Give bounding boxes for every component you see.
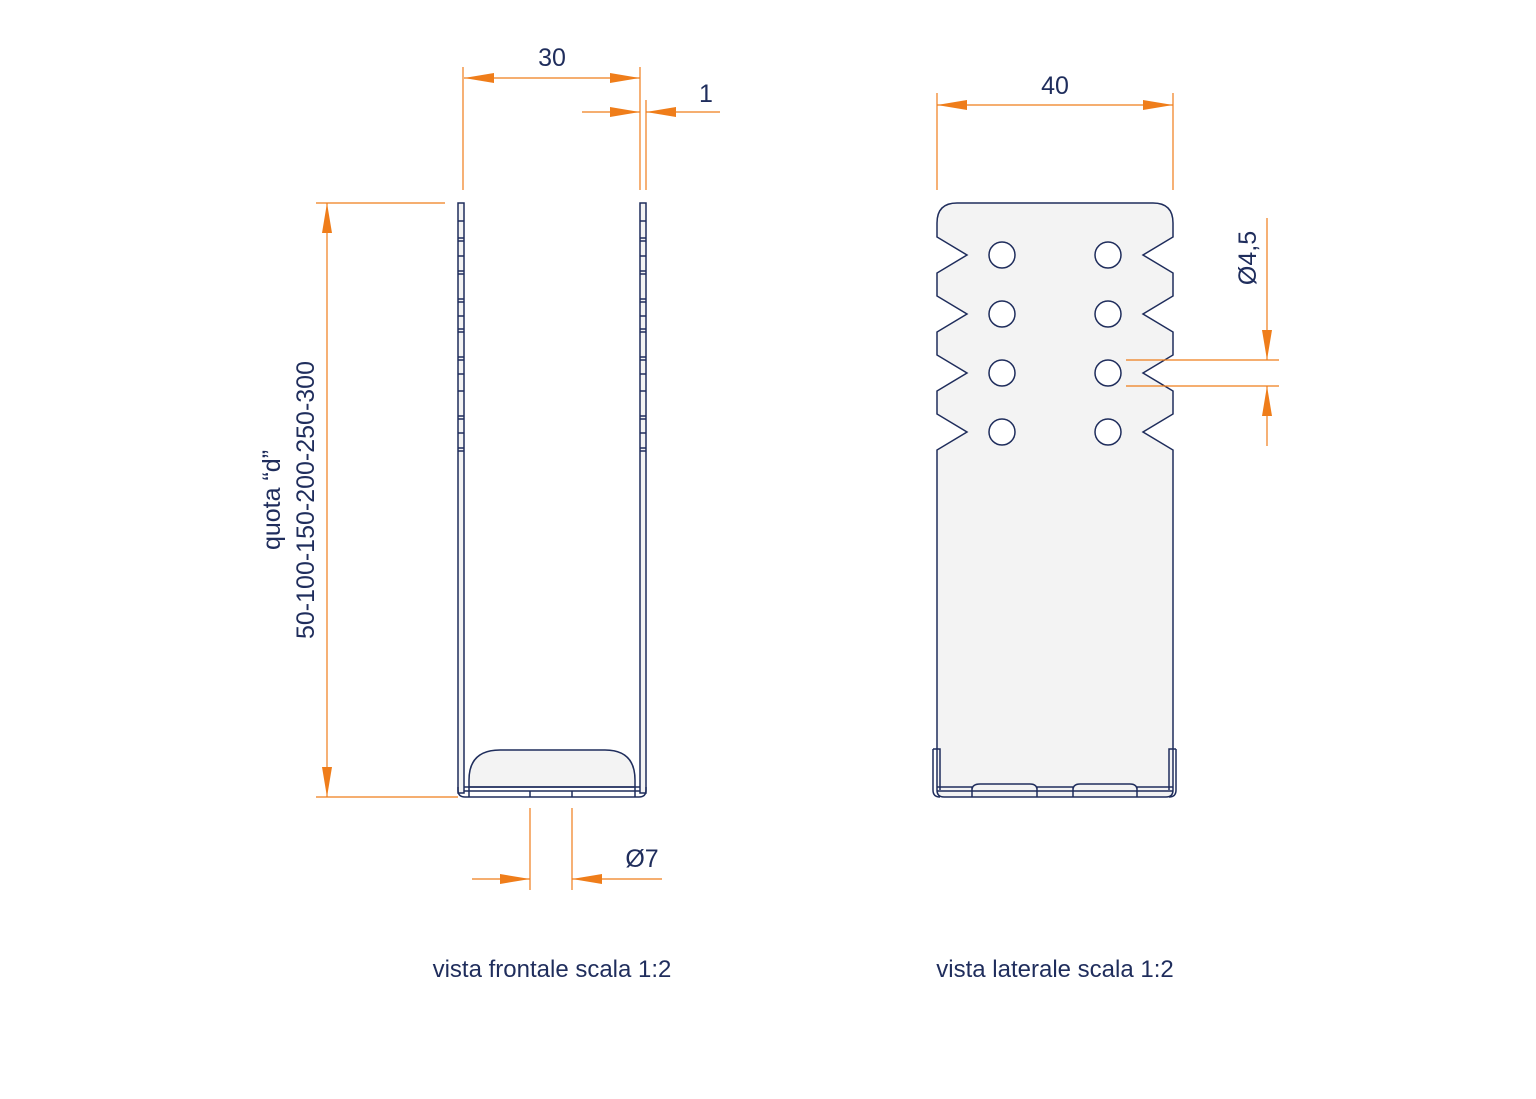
- side-view-caption: vista laterale scala 1:2: [936, 956, 1173, 983]
- dim-label-hole-4-5: Ø4,5: [1234, 231, 1262, 285]
- front-view: 30 1 quota “d” 50-100-150-200-250-300 Ø7…: [258, 44, 720, 983]
- nail-hole: [1094, 359, 1122, 387]
- side-view: 40 Ø4,5 vista laterale scala 1:2: [932, 72, 1279, 983]
- dimension-width-40: 40: [936, 72, 1174, 190]
- front-view-caption: vista frontale scala 1:2: [433, 956, 672, 983]
- dim-label-hole-7: Ø7: [625, 845, 658, 873]
- side-view-part: [932, 202, 1177, 798]
- nail-hole: [988, 359, 1016, 387]
- nail-hole: [1094, 300, 1122, 328]
- dimension-thickness-1: 1: [582, 80, 720, 190]
- nail-hole: [988, 300, 1016, 328]
- dimension-hole-7: Ø7: [472, 808, 662, 890]
- dim-label-1: 1: [699, 80, 713, 108]
- dimension-width-30: 30: [462, 44, 641, 190]
- dim-label-height-values: 50-100-150-200-250-300: [292, 361, 320, 639]
- nail-hole: [988, 418, 1016, 446]
- front-view-part: [457, 202, 647, 798]
- dim-label-quota-d: quota “d”: [258, 450, 286, 550]
- nail-hole: [1094, 418, 1122, 446]
- dimension-height-d: quota “d” 50-100-150-200-250-300: [258, 202, 458, 798]
- nail-hole: [1094, 241, 1122, 269]
- dim-label-30: 30: [538, 44, 566, 72]
- nail-hole: [988, 241, 1016, 269]
- dimension-hole-4-5: Ø4,5: [1126, 218, 1279, 446]
- dim-label-40: 40: [1041, 72, 1069, 100]
